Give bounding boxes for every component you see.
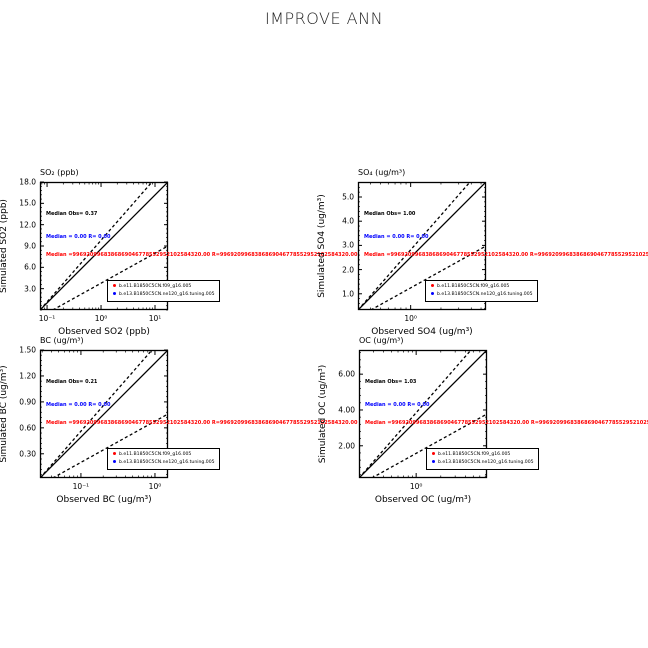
legend-label: b.e13.B1850C5CN.ne120_g16.tuning.005 <box>119 460 215 465</box>
legend-label: b.e11.B1850C5CN.f09_g16.005 <box>438 452 511 457</box>
median-blue-text: Median = 0.00 R= 0.00 <box>364 234 429 240</box>
y-tick-label: 15.0 <box>19 198 36 208</box>
median-blue-text: Median = 0.00 R= 0.00 <box>46 234 111 240</box>
median-red-text: Median =99692099683868690467785529521025… <box>365 420 648 426</box>
plot-area <box>39 349 169 479</box>
two-to-one-line <box>359 350 472 478</box>
x-tick-label: 10⁰ <box>404 314 417 323</box>
legend-item: b.e13.B1850C5CN.ne120_g16.tuning.005 <box>431 292 533 297</box>
panel-title: OC (ug/m³) <box>359 336 404 345</box>
y-axis-label: Simulated OC (ug/m³) <box>318 364 328 464</box>
y-tick-label: 6.00 <box>338 369 355 379</box>
two-to-one-line <box>40 350 153 478</box>
legend-marker-icon <box>113 452 116 455</box>
x-tick-label: 10⁻¹ <box>38 314 56 323</box>
panel-title: SO₂ (ppb) <box>40 168 79 177</box>
one-to-one-line <box>40 350 168 478</box>
y-tick-label: 0.60 <box>19 423 36 433</box>
y-tick-label: 4.0 <box>342 216 354 226</box>
y-axis-label: Simulated SO2 (ppb) <box>0 199 9 293</box>
x-tick-label: 10⁰ <box>94 314 108 323</box>
so4-panel: 1.0 2.0 3.0 4.0 5.0 10⁰ SO₄ (ug/m³) Simulated S… <box>317 168 648 337</box>
legend-label: b.e11.B1850C5CN.f09_g16.005 <box>437 284 510 289</box>
one-to-one-line <box>359 350 487 478</box>
median-red-text: Median =99692099683868690467785529521025… <box>46 420 358 426</box>
plot-frame <box>39 349 169 479</box>
two-to-one-line <box>358 182 471 310</box>
panel-title: SO₄ (ug/m³) <box>358 168 406 177</box>
x-tick-label: 10⁻¹ <box>72 482 90 491</box>
x-axis-label: Observed SO2 (ppb) <box>58 327 150 337</box>
plot-area <box>358 349 488 479</box>
figure-title: IMPROVE ANN <box>264 9 384 28</box>
legend-marker-icon <box>431 284 434 287</box>
y-tick-label: 3.0 <box>24 284 36 294</box>
y-tick-label: 4.00 <box>338 405 355 415</box>
bc-panel: 0.30 0.60 0.90 1.20 1.50 10⁻¹ 10⁰ BC (ug/m³) Sim… <box>0 336 357 505</box>
x-tick-label: 10¹ <box>148 314 162 323</box>
y-tick-label: 3.0 <box>342 240 354 250</box>
median-blue-text: Median = 0.00 R= 0.00 <box>365 402 430 408</box>
y-tick-label: 6.0 <box>24 262 36 272</box>
plot-frame <box>358 349 488 479</box>
legend-box: b.e11.B1850C5CN.f09_g16.005 b.e13.B1850C5… <box>107 448 220 470</box>
legend-item: b.e11.B1850C5CN.f09_g16.005 <box>113 452 191 457</box>
x-tick-label: 10⁰ <box>148 482 162 491</box>
oc-panel: 2.00 4.00 6.00 10⁰ OC (ug/m³) Simulated OC (u… <box>318 336 648 505</box>
legend-marker-icon <box>432 460 435 463</box>
legend-marker-icon <box>113 460 116 463</box>
legend-item: b.e13.B1850C5CN.ne120_g16.tuning.005 <box>113 460 215 465</box>
so2-panel: 3.0 6.0 9.0 12.0 15.0 18.0 10⁻¹ 10⁰ 10¹ SO₂ (ppb)… <box>0 168 357 337</box>
median-obs-text: Median Obs= 1.00 <box>364 211 416 217</box>
y-tick-label: 1.20 <box>19 371 36 381</box>
y-tick-label: 9.0 <box>24 241 36 251</box>
legend-label: b.e11.B1850C5CN.f09_g16.005 <box>119 284 192 289</box>
legend-item: b.e13.B1850C5CN.ne120_g16.tuning.005 <box>113 292 215 297</box>
median-obs-text: Median Obs= 0.37 <box>46 211 98 217</box>
y-tick-label: 0.90 <box>19 397 36 407</box>
legend-marker-icon <box>113 292 116 295</box>
legend-box: b.e11.B1850C5CN.f09_g16.005 b.e13.B1850C5… <box>107 280 220 302</box>
one-to-one-line <box>40 182 168 310</box>
median-red-text: Median =99692099683868690467785529521025… <box>364 252 648 258</box>
legend-marker-icon <box>432 452 435 455</box>
legend-label: b.e13.B1850C5CN.ne120_g16.tuning.005 <box>119 292 215 297</box>
legend-marker-icon <box>431 292 434 295</box>
y-tick-label: 5.0 <box>342 192 354 202</box>
median-obs-text: Median Obs= 1.03 <box>365 379 417 385</box>
legend-label: b.e11.B1850C5CN.f09_g16.005 <box>119 452 192 457</box>
y-tick-label: 18.0 <box>19 177 36 187</box>
one-to-one-line <box>358 182 486 310</box>
legend-item: b.e11.B1850C5CN.f09_g16.005 <box>431 284 509 289</box>
y-tick-label: 2.0 <box>342 265 354 275</box>
legend-item: b.e11.B1850C5CN.f09_g16.005 <box>113 284 191 289</box>
y-tick-label: 1.50 <box>19 345 36 355</box>
legend-label: b.e13.B1850C5CN.ne120_g16.tuning.005 <box>438 460 534 465</box>
two-to-one-line <box>40 182 153 310</box>
median-obs-text: Median Obs= 0.21 <box>46 379 98 385</box>
y-tick-label: 0.30 <box>19 449 36 459</box>
y-tick-label: 12.0 <box>19 220 36 230</box>
legend-item: b.e11.B1850C5CN.f09_g16.005 <box>432 452 510 457</box>
median-blue-text: Median = 0.00 R= 0.00 <box>46 402 111 408</box>
x-tick-label: 10⁰ <box>409 482 423 491</box>
x-axis-label: Observed SO4 (ug/m³) <box>371 327 473 337</box>
legend-label: b.e13.B1850C5CN.ne120_g16.tuning.005 <box>437 292 533 297</box>
y-axis-label: Simulated SO4 (ug/m³) <box>317 194 327 298</box>
panel-title: BC (ug/m³) <box>40 336 84 345</box>
legend-marker-icon <box>113 284 116 287</box>
y-tick-label: 1.0 <box>342 289 354 299</box>
plot-frame <box>357 181 487 311</box>
legend-item: b.e13.B1850C5CN.ne120_g16.tuning.005 <box>432 460 534 465</box>
x-axis-label: Observed OC (ug/m³) <box>374 495 472 505</box>
legend-box: b.e11.B1850C5CN.f09_g16.005 b.e13.B1850C5… <box>425 280 538 302</box>
x-axis-label: Observed BC (ug/m³) <box>56 495 152 505</box>
y-axis-label: Simulated BC (ug/m³) <box>0 365 9 463</box>
legend-box: b.e11.B1850C5CN.f09_g16.005 b.e13.B1850C5… <box>426 448 539 470</box>
y-tick-label: 2.00 <box>338 441 355 451</box>
median-red-text: Median =99692099683868690467785529521025… <box>46 252 358 258</box>
